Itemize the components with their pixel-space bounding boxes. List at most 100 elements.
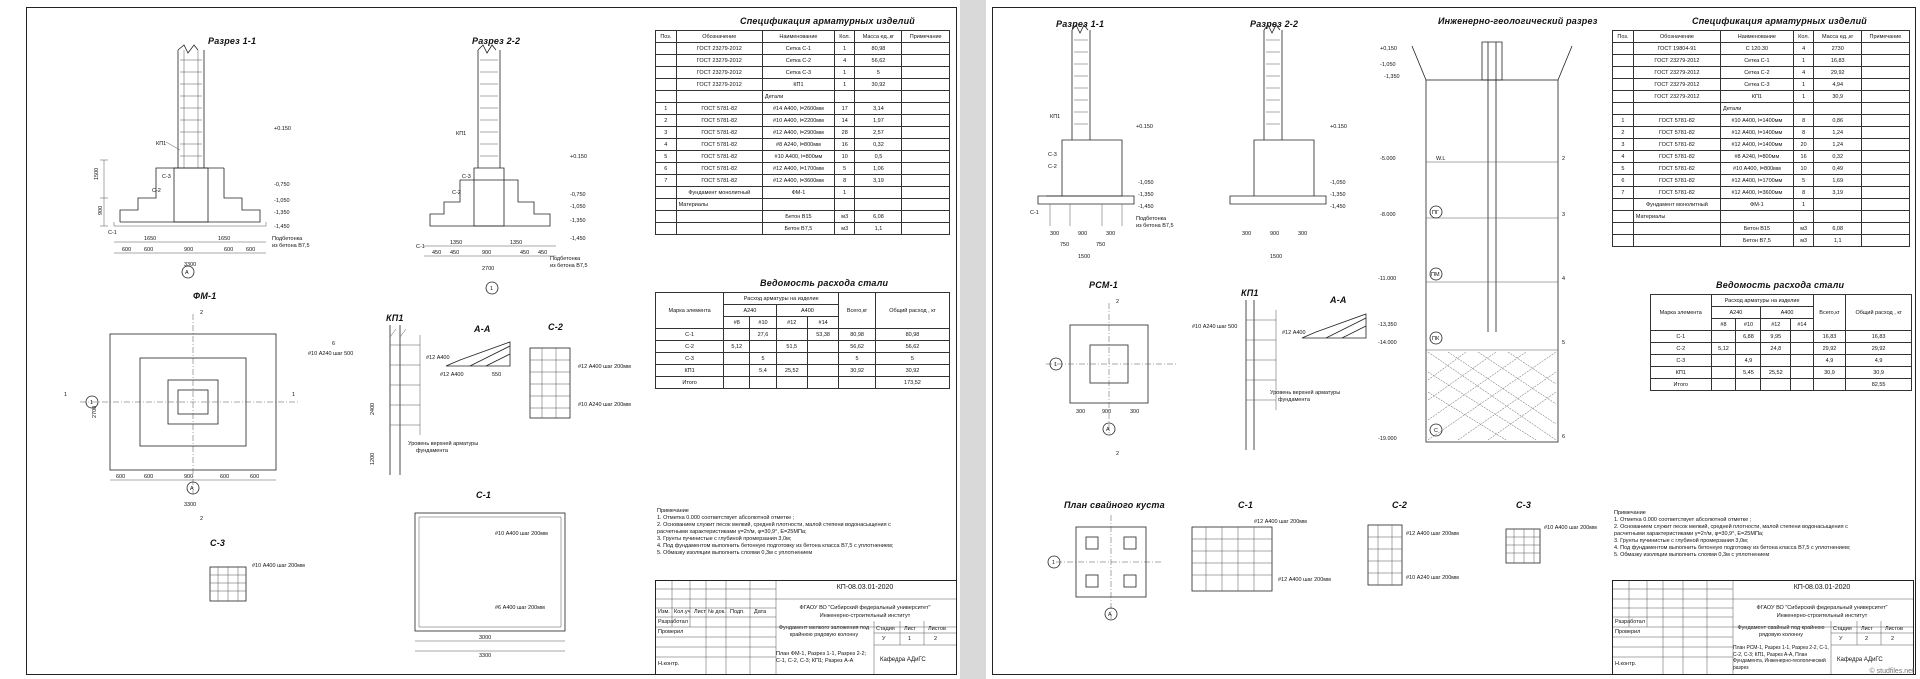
svg-text:2: 2 — [200, 516, 203, 522]
fm-1-title: ФМ-1 — [193, 291, 217, 301]
svg-text:-1,350: -1,350 — [274, 210, 290, 216]
stamp-inst: Инженерно-строительный институт — [1776, 613, 1868, 619]
svg-text:2: 2 — [1562, 156, 1565, 162]
stamp-object: Фундамент мелкого заложения под крайнюю … — [778, 625, 870, 638]
stamp-sheet-header: Лист — [1861, 626, 1873, 632]
svg-text:2700: 2700 — [482, 266, 494, 272]
stamp-sheets-header: Листов — [928, 626, 946, 632]
watermark: © studfiles.net — [1869, 668, 1914, 675]
svg-text:900: 900 — [482, 250, 491, 256]
svg-text:-1,050: -1,050 — [1380, 62, 1396, 68]
svg-text:600: 600 — [250, 474, 259, 480]
stamp-col-sign: Подп. — [730, 609, 745, 615]
svg-text:-1,350: -1,350 — [1330, 192, 1346, 198]
svg-text:6: 6 — [1562, 434, 1565, 440]
svg-text:#10 А400 шаг 200мм: #10 А400 шаг 200мм — [495, 531, 548, 537]
svg-text:300: 300 — [1130, 409, 1139, 415]
svg-text:фундамента: фундамента — [416, 448, 449, 454]
svg-text:#12 А400: #12 А400 — [440, 372, 464, 378]
svg-text:Уровень верхней арматуры: Уровень верхней арматуры — [408, 440, 478, 447]
c2-drawing: #12 А400 шаг 200мм#10 А240 шаг 200мм — [529, 347, 631, 419]
stamp-object: Фундамент свайный под крайнюю рядовую ко… — [1737, 625, 1825, 638]
svg-text:-1,350: -1,350 — [570, 218, 586, 224]
table-header-row: #8#10#12#14 — [656, 316, 950, 329]
spec-title: Спецификация арматурных изделий — [740, 16, 915, 26]
svg-text:-1,050: -1,050 — [1138, 180, 1154, 186]
svg-text:-1,450: -1,450 — [1330, 204, 1346, 210]
stamp-org: ФГАОУ ВО "Сибирский федеральный универси… — [1756, 605, 1888, 611]
stamp-role-dev: Разработал — [658, 619, 688, 625]
svg-text:+0.150: +0.150 — [1136, 124, 1153, 130]
svg-text:3300: 3300 — [479, 653, 491, 659]
svg-text:#10 А400 шаг 200мм: #10 А400 шаг 200мм — [252, 563, 305, 569]
svg-text:КП1: КП1 — [456, 131, 466, 137]
svg-text:-14.000: -14.000 — [1378, 340, 1397, 346]
stamp-content: План ФМ-1, Разрез 1-1, Разрез 2-2; С-1, … — [776, 651, 867, 664]
svg-text:3000: 3000 — [479, 635, 491, 641]
svg-text:С-1: С-1 — [1030, 210, 1039, 216]
svg-text:-1,350: -1,350 — [1138, 192, 1154, 198]
c3-drawing: #10 А400 шаг 200мм — [1505, 525, 1597, 564]
svg-text:КП1: КП1 — [1050, 114, 1060, 120]
svg-text:#6 А400 шаг 200мм: #6 А400 шаг 200мм — [495, 605, 545, 611]
svg-text:С-2: С-2 — [152, 188, 161, 194]
svg-text:1: 1 — [292, 392, 295, 398]
rsm-1-title: РСМ-1 — [1089, 280, 1119, 290]
stamp-dept: Кафедра АДиГС — [1837, 657, 1883, 663]
c2-drawing: #12 А400 шаг 200мм#10 А240 шаг 200мм — [1367, 524, 1459, 586]
stamp-content: План РСМ-1, Разрез 1-1, Разрез 2-2, С-1,… — [1733, 645, 1829, 671]
stamp-col-list: Лист — [694, 609, 706, 615]
svg-text:600: 600 — [224, 247, 233, 253]
svg-text:#12 А400 шаг 200мм: #12 А400 шаг 200мм — [1406, 531, 1459, 537]
svg-text:1: 1 — [1054, 362, 1057, 368]
svg-text:1350: 1350 — [450, 240, 462, 246]
svg-text:600: 600 — [144, 247, 153, 253]
stamp-col-izm: Изм. — [658, 609, 670, 615]
svg-text:1650: 1650 — [144, 236, 156, 242]
stamp-org: ФГАОУ ВО "Сибирский федеральный универси… — [799, 605, 931, 611]
svg-text:450: 450 — [520, 250, 529, 256]
svg-text:#12 А400: #12 А400 — [1282, 330, 1306, 336]
svg-text:450: 450 — [432, 250, 441, 256]
svg-text:900: 900 — [184, 474, 193, 480]
svg-text:600: 600 — [116, 474, 125, 480]
svg-text:Подбетонка: Подбетонка — [272, 236, 303, 242]
kp1-title: КП1 — [1241, 288, 1259, 298]
stamp-role-ncontr: Н.контр. — [658, 661, 680, 667]
svg-text:2: 2 — [1116, 299, 1119, 305]
stamp-inst: Инженерно-строительный институт — [819, 613, 911, 619]
svg-text:ПК: ПК — [1432, 336, 1440, 342]
svg-text:С-3: С-3 — [462, 174, 471, 180]
stamp-col-date: Дата — [754, 609, 767, 615]
c1-title: С-1 — [1238, 500, 1254, 510]
svg-text:фундамента: фундамента — [1278, 397, 1311, 403]
c2-title: С-2 — [1392, 500, 1408, 510]
stamp-sheet: 1 — [908, 636, 912, 642]
svg-text:А: А — [1108, 612, 1112, 618]
svg-text:1: 1 — [90, 400, 93, 406]
stamp-stage: У — [882, 636, 886, 642]
c1-drawing: #12 А400 шаг 200мм#12 А400 шаг 200мм — [1191, 519, 1331, 592]
kp1-drawing: 6#10 А240 шаг 500 #12 А400 2400 1200 Уро… — [308, 325, 478, 475]
svg-text:#10 А240 шаг 200мм: #10 А240 шаг 200мм — [578, 402, 631, 408]
